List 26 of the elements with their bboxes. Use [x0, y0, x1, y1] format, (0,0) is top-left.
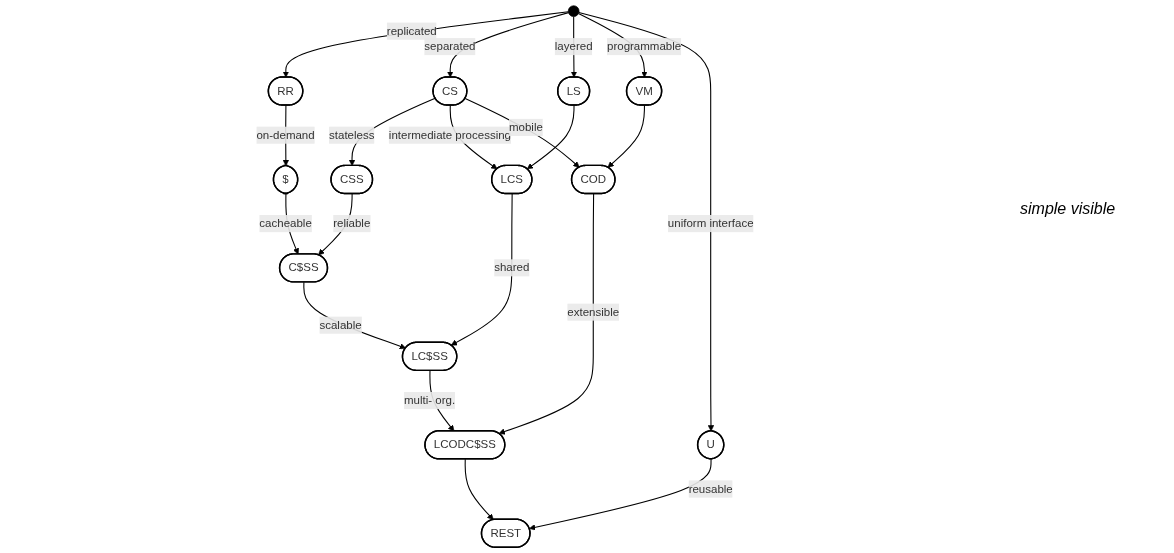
edge-label: separated	[424, 40, 476, 53]
edge-label: on-demand	[256, 128, 315, 141]
arrow	[607, 104, 645, 168]
edge-label: extensible	[567, 305, 620, 318]
edge-label: intermediate processing	[388, 128, 511, 141]
edge-label: mobile	[509, 120, 543, 134]
edge-label: multi- org.	[404, 394, 456, 407]
edge-label: stateless	[329, 128, 375, 141]
arrow	[498, 193, 595, 435]
arrow	[450, 193, 513, 346]
note-text: simple visible	[1020, 200, 1117, 218]
edge-label: cacheable	[259, 217, 312, 230]
arrow	[464, 458, 494, 521]
arrow	[529, 458, 712, 531]
arrow	[303, 281, 406, 350]
edge-label: reusable	[688, 482, 733, 495]
edge-label: layered	[554, 40, 593, 53]
edge-label: programmable	[607, 40, 682, 53]
edge-label: scalable	[319, 318, 362, 331]
node-circle	[567, 5, 580, 17]
arrow	[464, 97, 580, 168]
edge-label: reliable	[333, 217, 371, 230]
edge-label: uniform interface	[667, 217, 754, 230]
arrow	[526, 104, 575, 170]
edge-label: shared	[494, 261, 530, 274]
edge-label: replicated	[386, 24, 437, 37]
